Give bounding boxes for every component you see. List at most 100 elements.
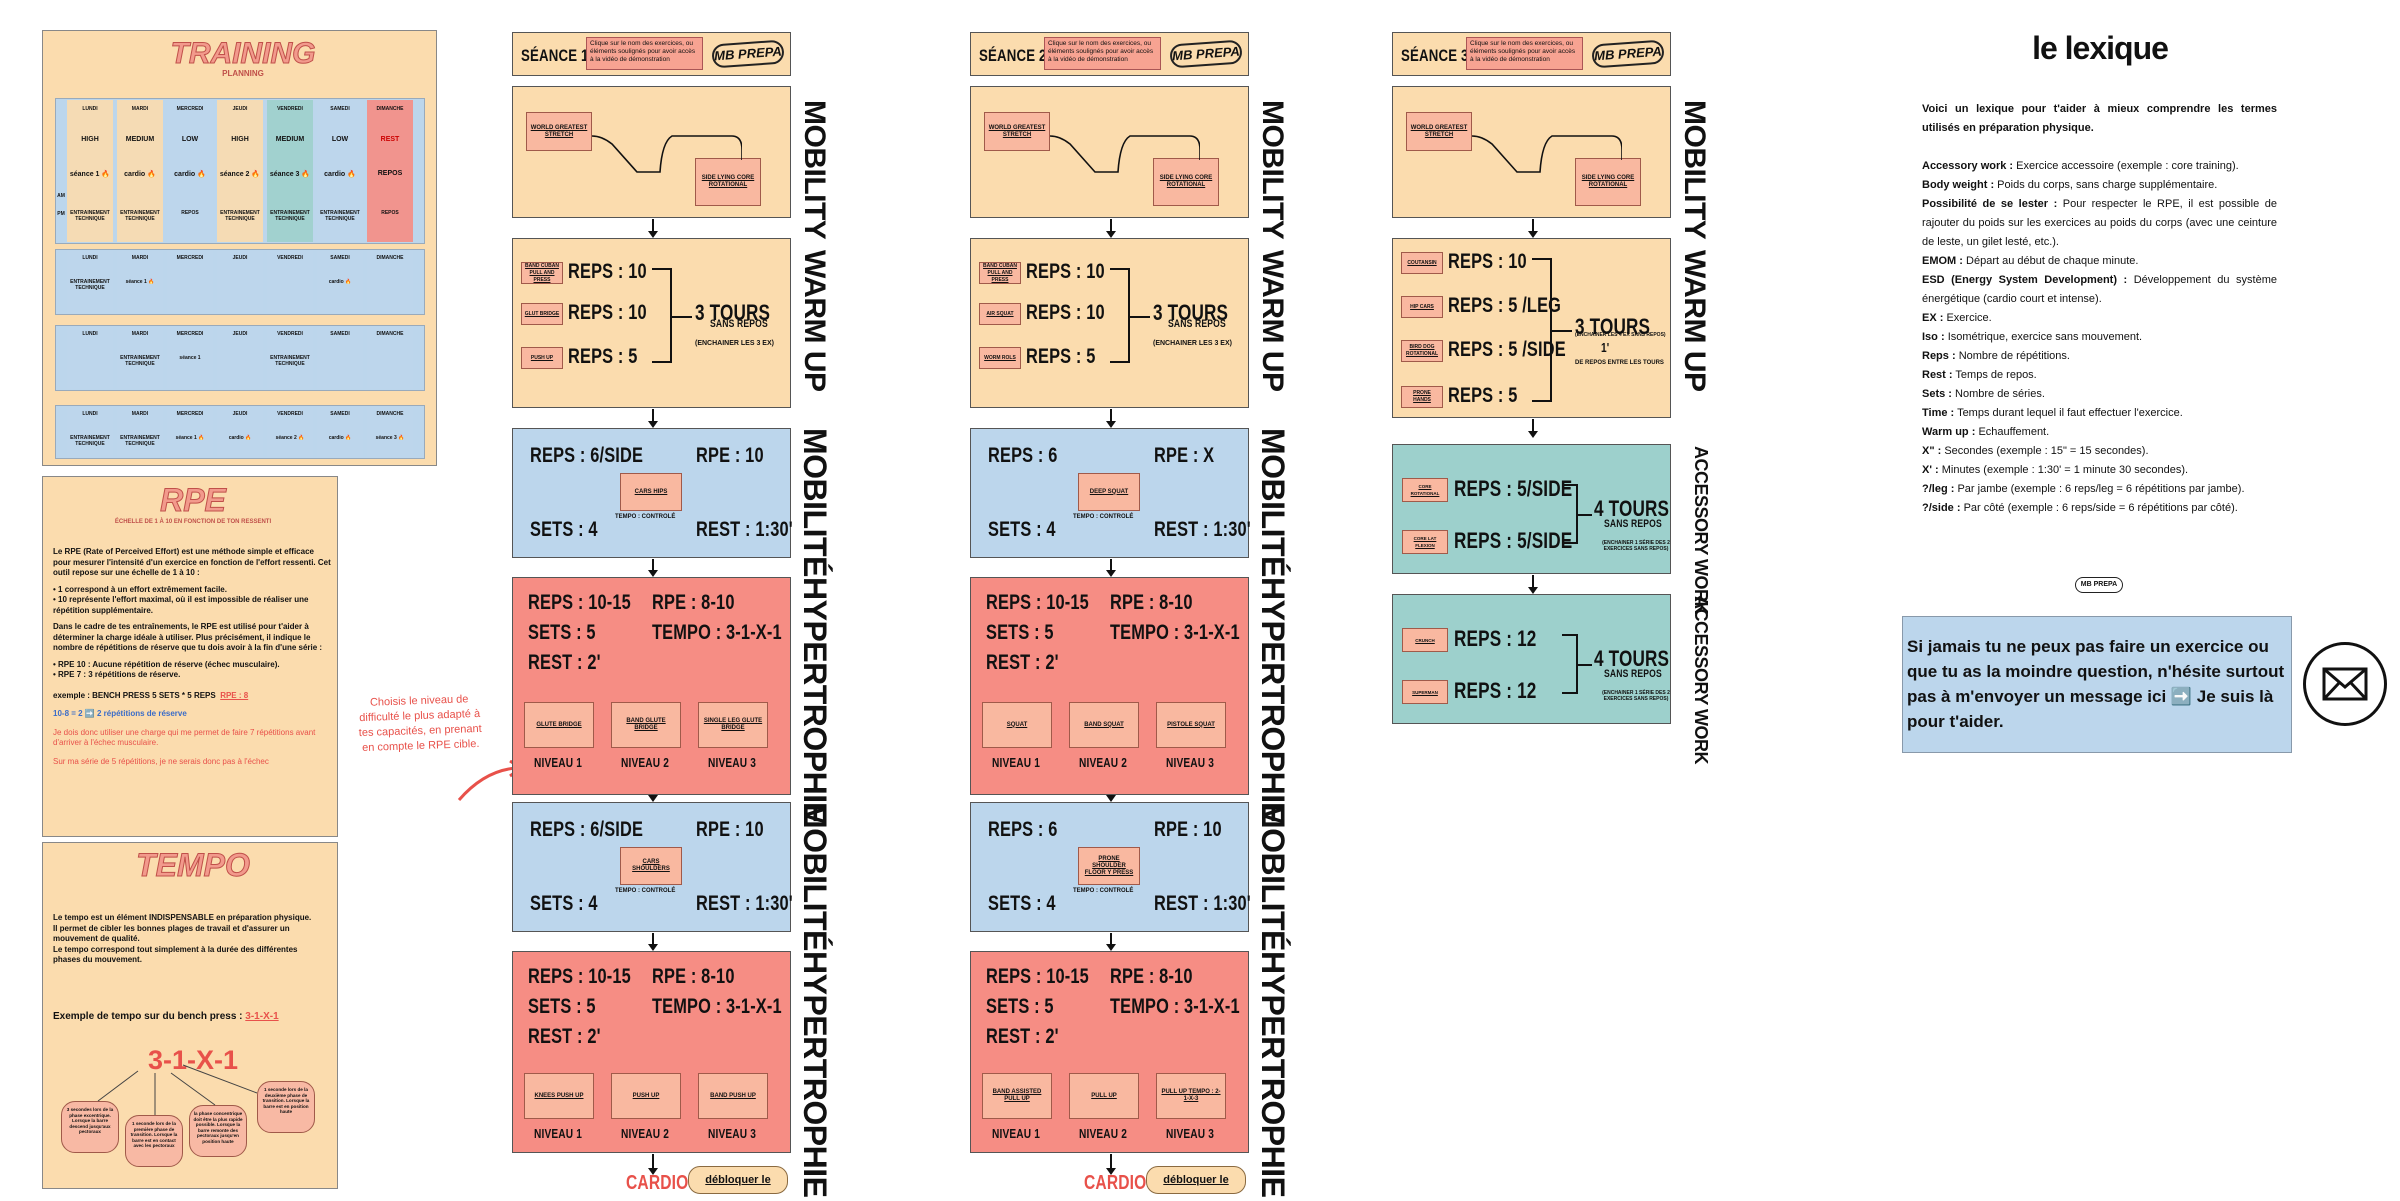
lexique-entry: Time : Temps durant lequel il faut effec… (1922, 404, 2277, 423)
training-col (167, 407, 213, 457)
training-cell-days: JEUDI (232, 255, 248, 261)
exercise-link[interactable]: BAND ASSISTED PULL UP (982, 1073, 1052, 1119)
exercise-link[interactable]: CORE ROTATIONAL (1402, 478, 1448, 502)
unlock-cardio-button[interactable]: débloquer le cardio (1146, 1166, 1246, 1201)
training-title: TRAINING (170, 37, 316, 71)
section-title: HYPERTROPHIE (1255, 951, 1291, 1198)
lexique-definition: Départ au début de chaque minute. (1966, 255, 2139, 267)
unlock-cardio-button[interactable]: débloquer le cardio (688, 1166, 788, 1201)
training-cell-week3[interactable]: séance 1 (179, 355, 201, 361)
exercise-link[interactable]: WORLD GREATEST STRETCH (984, 112, 1050, 151)
training-cell-days: SAMEDI (330, 255, 350, 261)
exercise-link[interactable]: SIDE LYING CORE ROTATIONAL (695, 158, 761, 206)
rest-label: REST : 2' (986, 1025, 1059, 1048)
training-cell-days: LUNDI (82, 106, 98, 112)
exercise-link[interactable]: BAND CUBAN PULL AND PRESS (979, 262, 1021, 284)
exercise-link[interactable]: CARS SHOULDERS (620, 847, 682, 885)
lexique-entry: Possibilité de se lester : Pour respecte… (1922, 195, 2277, 252)
exercise-link[interactable]: SIDE LYING CORE ROTATIONAL (1153, 158, 1219, 206)
level-label: NIVEAU 1 (534, 1126, 583, 1141)
session-note: Clique sur le nom des exercices, ou élém… (1466, 37, 1583, 70)
training-cell-am[interactable]: cardio 🔥 (174, 171, 206, 178)
training-cell-week2[interactable]: cardio 🔥 (328, 279, 352, 285)
exercise-link[interactable]: SINGLE LEG GLUTE BRIDGE (698, 702, 768, 748)
section-title: MOBILITÉ (797, 428, 833, 577)
exercise-link[interactable]: PULL UP (1069, 1073, 1139, 1119)
training-cell-week4[interactable]: cardio 🔥 (228, 435, 252, 441)
exercise-link[interactable]: PRONE SHOULDER FLOOR Y PRESS (1078, 847, 1140, 885)
exercise-link[interactable]: GLUT BRIDGE (521, 303, 563, 325)
training-cell-days: MARDI (131, 106, 149, 112)
training-cell-am[interactable]: cardio 🔥 (124, 171, 156, 178)
exercise-link[interactable]: BAND PUSH UP (698, 1073, 768, 1119)
exercise-link[interactable]: WORLD GREATEST STRETCH (526, 112, 592, 151)
tempo-title: TEMPO (136, 847, 251, 884)
training-cell-week2[interactable]: ENTRAINEMENT TECHNIQUE (70, 279, 110, 291)
exercise-link[interactable]: PULL UP TEMPO : 2-1-X-3 (1156, 1073, 1226, 1119)
training-cell-am[interactable]: séance 3 🔥 (269, 171, 311, 178)
training-cell-week4[interactable]: ENTRAINEMENT TECHNIQUE (120, 435, 160, 447)
training-cell-am[interactable]: séance 1 🔥 (69, 171, 111, 178)
exercise-link[interactable]: CORE LAT FLEXION (1402, 530, 1448, 554)
mail-button[interactable] (2303, 642, 2387, 726)
training-col (117, 251, 163, 313)
exercise-link[interactable]: PRONE HANDS (1401, 386, 1443, 408)
lexique-entry: EMOM : Départ au début de chaque minute. (1922, 252, 2277, 271)
exercise-link[interactable]: BAND CUBAN PULL AND PRESS (521, 262, 563, 284)
hypertrophie-panel (512, 577, 791, 795)
flow-arrow (1105, 933, 1116, 951)
exercise-link[interactable]: SUPERMAN (1402, 680, 1448, 704)
lexique-term: EX : (1922, 312, 1944, 324)
training-cell-week4[interactable]: séance 3 🔥 (375, 435, 405, 441)
training-cell-week4[interactable]: séance 2 🔥 (275, 435, 305, 441)
exercise-link[interactable]: HIP CARS (1401, 296, 1443, 318)
exercise-link[interactable]: GLUTE BRIDGE (524, 702, 594, 748)
rest-label: REST : 2' (986, 651, 1059, 674)
flow-arrow (1105, 795, 1116, 802)
brand-logo: MB PREPA (1591, 39, 1665, 69)
reps-label: REPS : 5 (1026, 345, 1096, 368)
tours-label: 3 TOURS (1153, 299, 1229, 325)
lexique-definition: Isométrique, exercice sans mouvement. (1947, 331, 2143, 343)
training-cell-days: MERCREDI (176, 411, 204, 417)
section-title: HYPERTROPHIE (797, 577, 833, 824)
exercise-link[interactable]: DEEP SQUAT (1078, 473, 1140, 511)
enchainer-note: (ENCHAINER 1 SÉRIE DES 2 EXERCICES SANS … (1602, 540, 1670, 552)
training-cell-week2[interactable]: séance 1 🔥 (125, 279, 155, 285)
training-cell-days: JEUDI (232, 411, 248, 417)
exercise-link[interactable]: SQUAT (982, 702, 1052, 748)
training-cell-week4[interactable]: ENTRAINEMENT TECHNIQUE (70, 435, 110, 447)
exercise-link[interactable]: COUTANSIN (1401, 252, 1443, 274)
exercise-link[interactable]: PUSH UP (611, 1073, 681, 1119)
training-col (67, 407, 113, 457)
exercise-link[interactable]: BIRD DOG ROTATIONAL (1401, 340, 1443, 362)
level-label: NIVEAU 3 (1166, 755, 1215, 770)
training-cell-week3[interactable]: ENTRAINEMENT TECHNIQUE (270, 355, 310, 367)
exercise-link[interactable]: PUSH UP (521, 347, 563, 369)
training-cell-am[interactable]: REPOS (377, 170, 403, 177)
exercise-link[interactable]: WORLD GREATEST STRETCH (1406, 112, 1472, 151)
exercise-link[interactable]: SIDE LYING CORE ROTATIONAL (1575, 158, 1641, 206)
exercise-link[interactable]: KNEES PUSH UP (524, 1073, 594, 1119)
exercise-link[interactable]: CRUNCH (1402, 628, 1448, 652)
training-cell-week4[interactable]: séance 1 🔥 (175, 435, 205, 441)
section-title: MOBILITÉ (1255, 428, 1291, 577)
exercise-link[interactable]: BAND GLUTE BRIDGE (611, 702, 681, 748)
tempo-label: TEMPO : CONTROLÉ (1073, 888, 1134, 894)
training-col (217, 100, 263, 242)
training-cell-am[interactable]: séance 2 🔥 (219, 171, 261, 178)
training-cell-am[interactable]: cardio 🔥 (324, 171, 356, 178)
reps-label: REPS : 5/SIDE (1454, 476, 1573, 501)
training-cell-days: VENDREDI (277, 331, 303, 337)
exercise-link[interactable]: BAND SQUAT (1069, 702, 1139, 748)
training-cell-pm: ENTRAINEMENT TECHNIQUE (270, 210, 310, 222)
exercise-link[interactable]: CARS HIPS (620, 473, 682, 511)
lexique-term: Body weight : (1922, 179, 1995, 191)
exercise-link[interactable]: PISTOLE SQUAT (1156, 702, 1226, 748)
exercise-link[interactable]: WORM ROLS (979, 347, 1021, 369)
exercise-link[interactable]: AIR SQUAT (979, 303, 1021, 325)
training-col (317, 407, 363, 457)
tempo-example-value[interactable]: 3-1-X-1 (245, 1011, 279, 1022)
training-cell-week3[interactable]: ENTRAINEMENT TECHNIQUE (120, 355, 160, 367)
training-cell-week4[interactable]: cardio 🔥 (328, 435, 352, 441)
